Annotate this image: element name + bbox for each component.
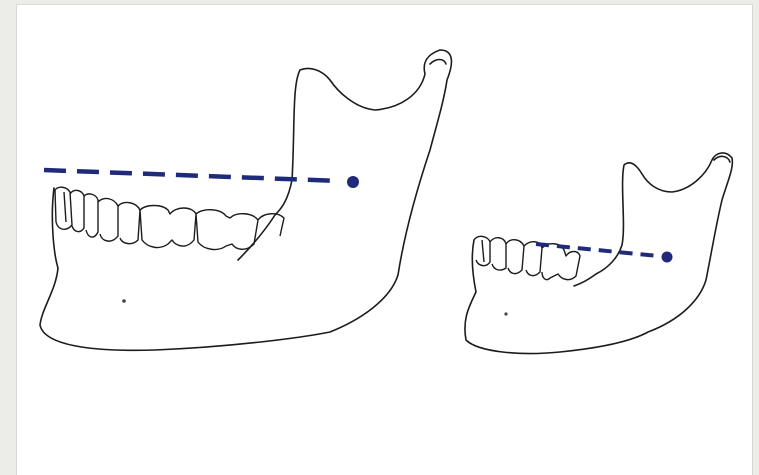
child-reference-line: [536, 244, 658, 256]
child-mandible-outline: [465, 153, 732, 354]
adult-reference-point: [347, 176, 359, 188]
adult-premolars: [98, 199, 140, 244]
adult-canine: [84, 194, 98, 237]
child-mental-foramen: [504, 312, 507, 315]
adult-mandible: [40, 50, 451, 350]
adult-incisors: [55, 187, 84, 231]
child-teeth: [474, 236, 580, 279]
child-reference-point: [662, 252, 673, 263]
adult-condyle-line: [430, 60, 446, 65]
adult-mental-foramen: [122, 299, 126, 303]
child-condyle-line: [714, 156, 730, 162]
adult-reference-line: [44, 170, 340, 181]
adult-molars: [140, 206, 284, 250]
child-mandible: [465, 153, 732, 354]
